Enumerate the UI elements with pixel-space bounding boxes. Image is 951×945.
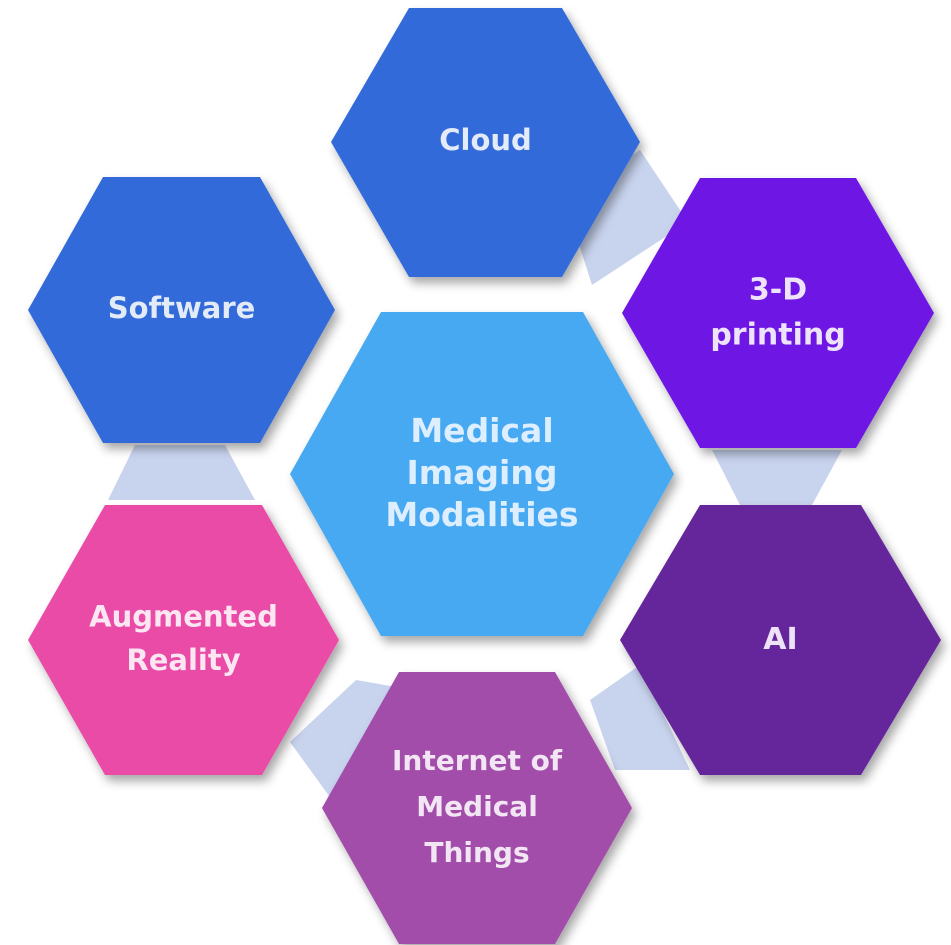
hexagon-cloud: Cloud (331, 8, 640, 277)
hexagon-shape (290, 312, 674, 636)
hexagon-label: Cloud (439, 123, 532, 157)
hexagon-label-line: Internet of (392, 744, 563, 777)
hexagon-label-line: Augmented (89, 599, 278, 633)
connector-ai-iomt (590, 665, 690, 770)
connector-software-augmented-reality (108, 445, 255, 500)
hexagon-shape (322, 672, 632, 944)
hexagon-label-line: AI (763, 622, 797, 657)
connector-augmented-reality-iomt (290, 680, 402, 800)
hexagon-3d-printing: 3-D printing (622, 178, 934, 448)
hexagon-label-line: Medical (416, 790, 538, 823)
hexagon-shape (331, 8, 640, 277)
hexagon-label-line: Medical (410, 410, 553, 449)
hexagon-software: Software (28, 177, 335, 443)
hexagon-shape (28, 505, 339, 775)
hexagon-label-line: printing (710, 317, 845, 352)
hexagon-shape (622, 178, 934, 448)
hexagon-shape (620, 505, 941, 775)
hexagon-ai: AI (620, 505, 941, 775)
hexagon-label-line: Things (424, 836, 529, 869)
hexagon-label-line: Software (108, 291, 256, 325)
hexagon-label-line: Reality (126, 643, 240, 677)
hexagon-label-line: 3-D (749, 272, 807, 307)
hexagon-label-line: Imaging (407, 453, 558, 492)
hexagon-label-line: Cloud (439, 123, 532, 157)
hexagon-label: AI (763, 622, 797, 657)
hexagon-shape (28, 177, 335, 443)
connector-3d-printing-ai (712, 450, 842, 505)
hexagon-label: Software (108, 291, 256, 325)
hexagon-label-line: Modalities (385, 495, 578, 534)
hexagon-label: 3-D printing (710, 272, 845, 352)
